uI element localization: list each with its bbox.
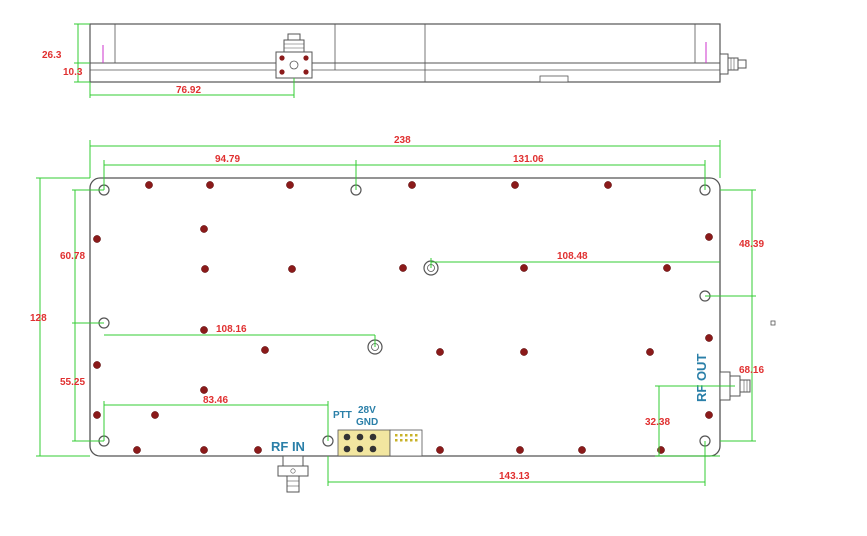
dim-bottom-offset: 143.13 <box>499 471 530 482</box>
screw <box>145 181 153 189</box>
screw <box>201 265 209 273</box>
gnd-label: GND <box>356 417 378 428</box>
screw <box>286 181 294 189</box>
side-view: 26.3 10.3 76.92 <box>42 23 747 98</box>
side-tab <box>539 75 569 83</box>
screw <box>261 346 269 354</box>
housing-outline <box>89 177 721 457</box>
screw <box>436 446 444 454</box>
dim-hole2-offset: 108.16 <box>216 324 247 335</box>
screws <box>93 181 713 454</box>
screw <box>93 235 101 243</box>
top-view: RF IN PTT 28V GND RF OUT <box>30 135 764 493</box>
screw <box>516 446 524 454</box>
screw <box>578 446 586 454</box>
v28-label: 28V <box>358 405 376 416</box>
side-rf-out-connector <box>719 53 747 75</box>
dim-right-upper: 48.39 <box>739 239 764 250</box>
screw <box>133 446 141 454</box>
screw <box>200 326 208 334</box>
pin-header <box>389 429 423 457</box>
ptt-label: PTT <box>333 410 352 421</box>
dim-overall-length: 238 <box>394 135 411 146</box>
screw <box>288 265 296 273</box>
dim-side-connector-offset: 76.92 <box>176 85 201 96</box>
dim-left-upper: 60.78 <box>60 251 85 262</box>
dim-side-height: 26.3 <box>42 50 62 61</box>
screw <box>657 446 665 454</box>
screw <box>408 181 416 189</box>
screw <box>200 225 208 233</box>
dim-mid-hole-to-right: 131.06 <box>513 154 544 165</box>
screw <box>511 181 519 189</box>
dimension-lines <box>36 140 756 486</box>
screw <box>604 181 612 189</box>
side-body <box>89 23 721 83</box>
side-rf-in-connector <box>275 33 313 79</box>
screw <box>520 264 528 272</box>
screw <box>436 348 444 356</box>
screw <box>705 334 713 342</box>
screw <box>705 233 713 241</box>
screw <box>520 348 528 356</box>
dim-right-lower: 68.16 <box>739 365 764 376</box>
screw <box>663 264 671 272</box>
rf-in-label: RF IN <box>271 439 305 454</box>
dim-rf-out-height: 32.38 <box>645 417 670 428</box>
dim-top-left-to-mid-hole: 94.79 <box>215 154 240 165</box>
screw <box>93 361 101 369</box>
rf-out-label: RF OUT <box>694 354 709 402</box>
screw <box>646 348 654 356</box>
dim-side-flange: 10.3 <box>63 67 83 78</box>
screw <box>200 386 208 394</box>
dim-rf-in-offset: 83.46 <box>203 395 228 406</box>
screw <box>399 264 407 272</box>
screw <box>254 446 262 454</box>
rf-in-connector <box>277 455 309 493</box>
connector-pad <box>337 429 391 457</box>
power-connector <box>337 429 423 457</box>
screw <box>151 411 159 419</box>
dim-hole1-offset: 108.48 <box>557 251 588 262</box>
marker <box>770 320 776 326</box>
screw <box>206 181 214 189</box>
dim-left-lower: 55.25 <box>60 377 85 388</box>
screw <box>705 411 713 419</box>
screw <box>93 411 101 419</box>
dim-overall-height: 128 <box>30 313 47 324</box>
screw <box>200 446 208 454</box>
